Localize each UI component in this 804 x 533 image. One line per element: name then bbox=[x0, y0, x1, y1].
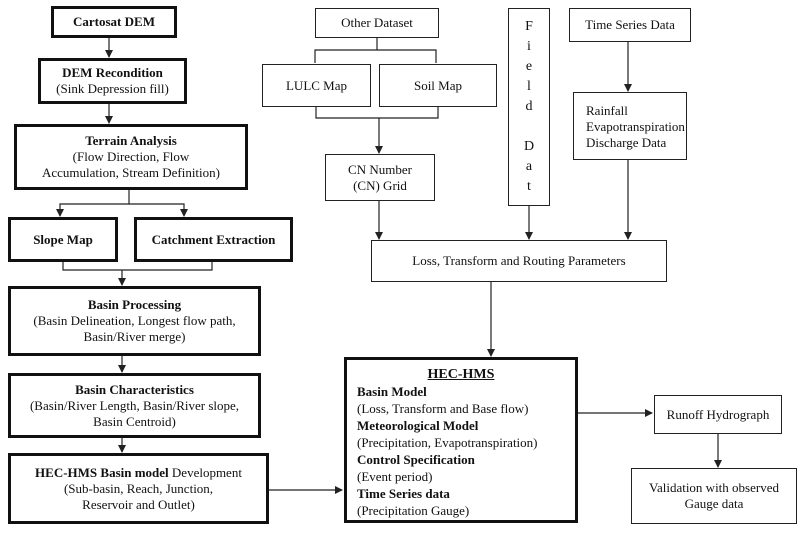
dem-recondition-box: DEM Recondition (Sink Depression fill) bbox=[38, 58, 187, 104]
soil-map-box: Soil Map bbox=[379, 64, 497, 107]
control-specification-label: Control Specification bbox=[357, 452, 475, 467]
cn-grid-box: CN Number (CN) Grid bbox=[325, 154, 435, 201]
field-data-char-6 bbox=[527, 119, 531, 135]
basin-model-development-detail-1: (Sub-basin, Reach, Junction, bbox=[63, 480, 214, 496]
cn-number-text: CN Number bbox=[348, 161, 412, 177]
basin-processing-detail-1: (Basin Delineation, Longest flow path, bbox=[33, 313, 236, 328]
cn-grid-text: (CN) Grid bbox=[353, 177, 407, 193]
basin-characteristics-detail-1: (Basin/River Length, Basin/River slope, bbox=[29, 397, 240, 413]
soil-map-title: Soil Map bbox=[413, 77, 463, 93]
field-data-char-1: F bbox=[525, 19, 533, 34]
connector-terrain-split-right bbox=[129, 203, 188, 217]
terrain-analysis-detail-1: (Flow Direction, Flow bbox=[72, 149, 190, 164]
runoff-hydrograph-box: Runoff Hydrograph bbox=[654, 395, 782, 434]
field-data-char-9: t bbox=[527, 179, 531, 194]
connector-lulc-soil bbox=[315, 106, 439, 119]
terrain-analysis-title: Terrain Analysis bbox=[85, 133, 177, 148]
cartosat-dem-box: Cartosat DEM bbox=[51, 6, 177, 38]
dem-recondition-title: DEM Recondition bbox=[62, 65, 163, 80]
catchment-extraction-box: Catchment Extraction bbox=[134, 217, 293, 262]
field-data-box: F i e l d D a t bbox=[508, 8, 550, 206]
connector-merge-basin bbox=[62, 261, 213, 271]
rainfall-data-box: Rainfall Evapotranspiration Discharge Da… bbox=[573, 92, 687, 160]
basin-characteristics-detail-2: Basin Centroid) bbox=[93, 413, 176, 429]
meteorological-model-label: Meteorological Model bbox=[357, 418, 479, 433]
connector-terrain-split bbox=[56, 189, 130, 217]
cartosat-dem-title: Cartosat DEM bbox=[73, 14, 155, 29]
validation-text-2: Gauge data bbox=[684, 496, 744, 511]
parameters-box: Loss, Transform and Routing Parameters bbox=[371, 240, 667, 282]
basin-processing-title: Basin Processing bbox=[87, 297, 182, 312]
field-data-char-5: d bbox=[525, 99, 533, 114]
connector-other-dataset bbox=[314, 49, 437, 63]
catchment-extraction-title: Catchment Extraction bbox=[151, 231, 276, 247]
time-series-data-label: Time Series data bbox=[357, 486, 450, 501]
meteorological-model-detail: (Precipitation, Evapotranspiration) bbox=[357, 435, 538, 450]
discharge-data-text: Discharge Data bbox=[586, 135, 667, 150]
field-data-char-4: l bbox=[527, 79, 531, 94]
hec-hms-box: HEC-HMS Basin Model (Loss, Transform and… bbox=[344, 357, 578, 523]
slope-map-box: Slope Map bbox=[8, 217, 118, 262]
parameters-title: Loss, Transform and Routing Parameters bbox=[412, 253, 626, 268]
time-series-data-detail: (Precipitation Gauge) bbox=[357, 503, 470, 518]
other-dataset-title: Other Dataset bbox=[341, 15, 413, 30]
time-series-data-title: Time Series Data bbox=[585, 17, 675, 32]
field-data-char-7: D bbox=[523, 139, 535, 154]
basin-processing-box: Basin Processing (Basin Delineation, Lon… bbox=[8, 286, 261, 356]
basin-model-development-title-bold: HEC-HMS Basin model bbox=[35, 464, 169, 480]
hec-hms-title: HEC-HMS bbox=[427, 367, 495, 382]
basin-characteristics-box: Basin Characteristics (Basin/River Lengt… bbox=[8, 373, 261, 438]
terrain-analysis-box: Terrain Analysis (Flow Direction, Flow A… bbox=[14, 124, 248, 190]
validation-box: Validation with observed Gauge data bbox=[631, 468, 797, 524]
rainfall-text: Rainfall bbox=[586, 103, 628, 118]
lulc-map-box: LULC Map bbox=[262, 64, 371, 107]
terrain-analysis-detail-2: Accumulation, Stream Definition) bbox=[42, 165, 220, 180]
basin-model-development-title: HEC-HMS Basin model Development bbox=[35, 465, 242, 481]
dem-recondition-detail: (Sink Depression fill) bbox=[56, 81, 169, 96]
slope-map-title: Slope Map bbox=[33, 231, 93, 247]
runoff-hydrograph-title: Runoff Hydrograph bbox=[666, 406, 770, 422]
evapotranspiration-text: Evapotranspiration bbox=[586, 119, 685, 134]
field-data-char-8: a bbox=[525, 159, 533, 174]
basin-model-detail: (Loss, Transform and Base flow) bbox=[357, 401, 529, 416]
field-data-char-3: e bbox=[525, 59, 533, 74]
time-series-data-box: Time Series Data bbox=[569, 8, 691, 42]
basin-model-development-title-rest: Development bbox=[168, 464, 242, 480]
control-specification-detail: (Event period) bbox=[357, 469, 433, 484]
basin-model-label: Basin Model bbox=[357, 384, 427, 399]
other-dataset-box: Other Dataset bbox=[315, 8, 439, 38]
validation-text-1: Validation with observed bbox=[649, 480, 779, 495]
lulc-map-title: LULC Map bbox=[285, 77, 348, 93]
basin-model-development-detail-2: Reservoir and Outlet) bbox=[82, 496, 195, 512]
field-data-char-2: i bbox=[527, 39, 531, 54]
basin-characteristics-title: Basin Characteristics bbox=[75, 381, 194, 397]
basin-processing-detail-2: Basin/River merge) bbox=[83, 329, 186, 344]
basin-model-development-box: HEC-HMS Basin model Development (Sub-bas… bbox=[8, 453, 269, 524]
